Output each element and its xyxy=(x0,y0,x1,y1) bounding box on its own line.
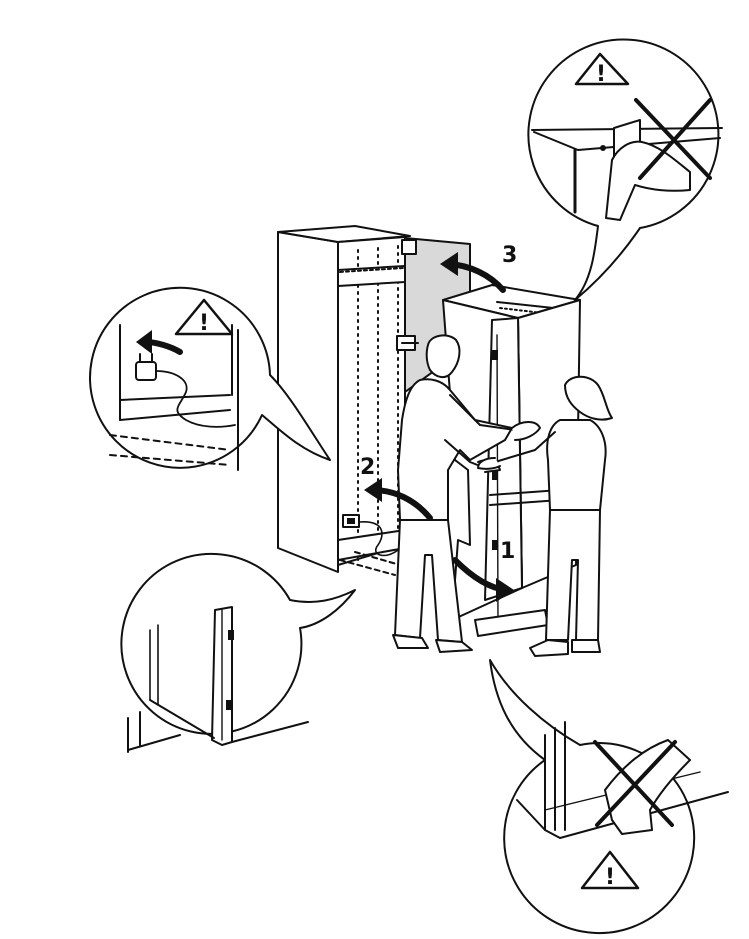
prohibited-cross-icon xyxy=(593,740,677,827)
step-2-arrow xyxy=(364,478,433,521)
kitchen-cabinet xyxy=(277,225,411,576)
prohibited-cross-icon xyxy=(634,98,712,180)
warning-triangle-icon: ! xyxy=(574,52,630,87)
step-2-label: 2 xyxy=(360,455,375,480)
power-plug-icon xyxy=(135,353,236,428)
callout-power-plug: ! xyxy=(89,286,331,471)
callout-pinch-warning: ! xyxy=(489,659,729,935)
step-3-arrow xyxy=(440,252,506,293)
svg-text:!: ! xyxy=(605,865,615,890)
callout-plinth-detail xyxy=(120,552,356,753)
step-1-arrow xyxy=(452,557,514,602)
warning-triangle-icon: ! xyxy=(174,298,234,336)
warning-triangle-icon: ! xyxy=(580,850,640,890)
svg-text:!: ! xyxy=(199,311,209,336)
woman-figure xyxy=(477,375,613,657)
callout-top-handle-warning: ! xyxy=(527,38,723,301)
man-figure xyxy=(392,334,541,653)
step-1-label: 1 xyxy=(500,539,515,564)
svg-text:!: ! xyxy=(596,62,606,87)
step-3-label: 3 xyxy=(502,243,517,268)
